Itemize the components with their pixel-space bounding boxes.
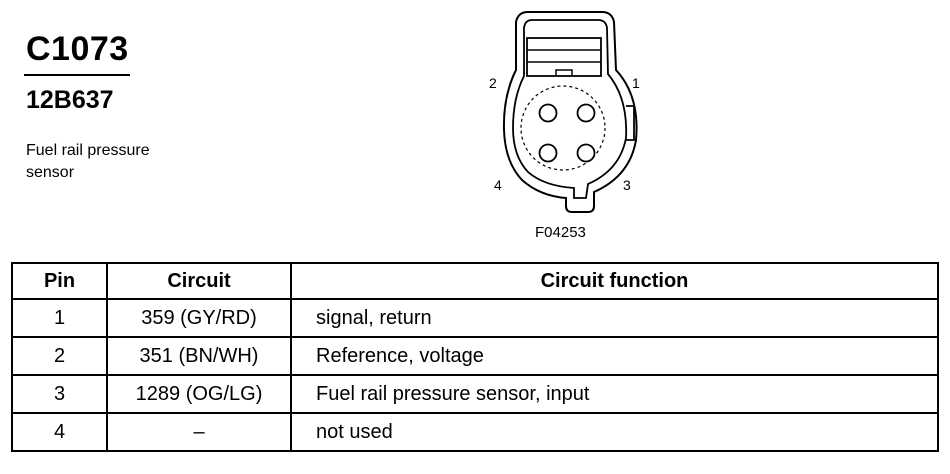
cell-function: Fuel rail pressure sensor, input	[290, 374, 939, 414]
table-row: 4 – not used	[11, 412, 939, 452]
pin-area-circle	[520, 85, 606, 171]
connector-outer-outline	[502, 11, 638, 213]
table-header-row: Pin Circuit Circuit function	[11, 262, 939, 300]
latch-tab	[626, 105, 635, 141]
cell-function: Reference, voltage	[290, 336, 939, 376]
pin-label-1: 1	[632, 75, 640, 91]
connector-inner-outline	[512, 19, 628, 199]
cell-pin: 1	[11, 298, 108, 338]
pin-label-4: 4	[494, 177, 502, 193]
connector-id: C1073	[26, 30, 129, 68]
pin-3-socket	[576, 143, 596, 163]
cell-pin: 4	[11, 412, 108, 452]
pin-label-3: 3	[623, 177, 631, 193]
cell-pin: 2	[11, 336, 108, 376]
table-row: 3 1289 (OG/LG) Fuel rail pressure sensor…	[11, 374, 939, 414]
table-row: 2 351 (BN/WH) Reference, voltage	[11, 336, 939, 376]
title-divider	[24, 74, 130, 76]
pinout-table: Pin Circuit Circuit function 1 359 (GY/R…	[11, 262, 939, 452]
pin-label-2: 2	[489, 75, 497, 91]
cell-pin: 3	[11, 374, 108, 414]
part-number: 12B637	[26, 86, 114, 114]
figure-code: F04253	[535, 224, 586, 241]
cell-circuit: 359 (GY/RD)	[106, 298, 292, 338]
pin-4-socket	[538, 143, 558, 163]
key-notch	[555, 69, 573, 76]
pin-2-socket	[538, 103, 558, 123]
header-pin: Pin	[11, 262, 108, 300]
pin-1-socket	[576, 103, 596, 123]
cell-circuit: 1289 (OG/LG)	[106, 374, 292, 414]
header-circuit: Circuit	[106, 262, 292, 300]
cell-function: not used	[290, 412, 939, 452]
header-circuit-function: Circuit function	[290, 262, 939, 300]
cell-circuit: –	[106, 412, 292, 452]
connector-diagram: 2 1 4 3	[489, 11, 640, 213]
cell-circuit: 351 (BN/WH)	[106, 336, 292, 376]
table-row: 1 359 (GY/RD) signal, return	[11, 298, 939, 338]
key-block	[526, 37, 602, 77]
connector-description: Fuel rail pressure sensor	[26, 142, 150, 181]
cell-function: signal, return	[290, 298, 939, 338]
